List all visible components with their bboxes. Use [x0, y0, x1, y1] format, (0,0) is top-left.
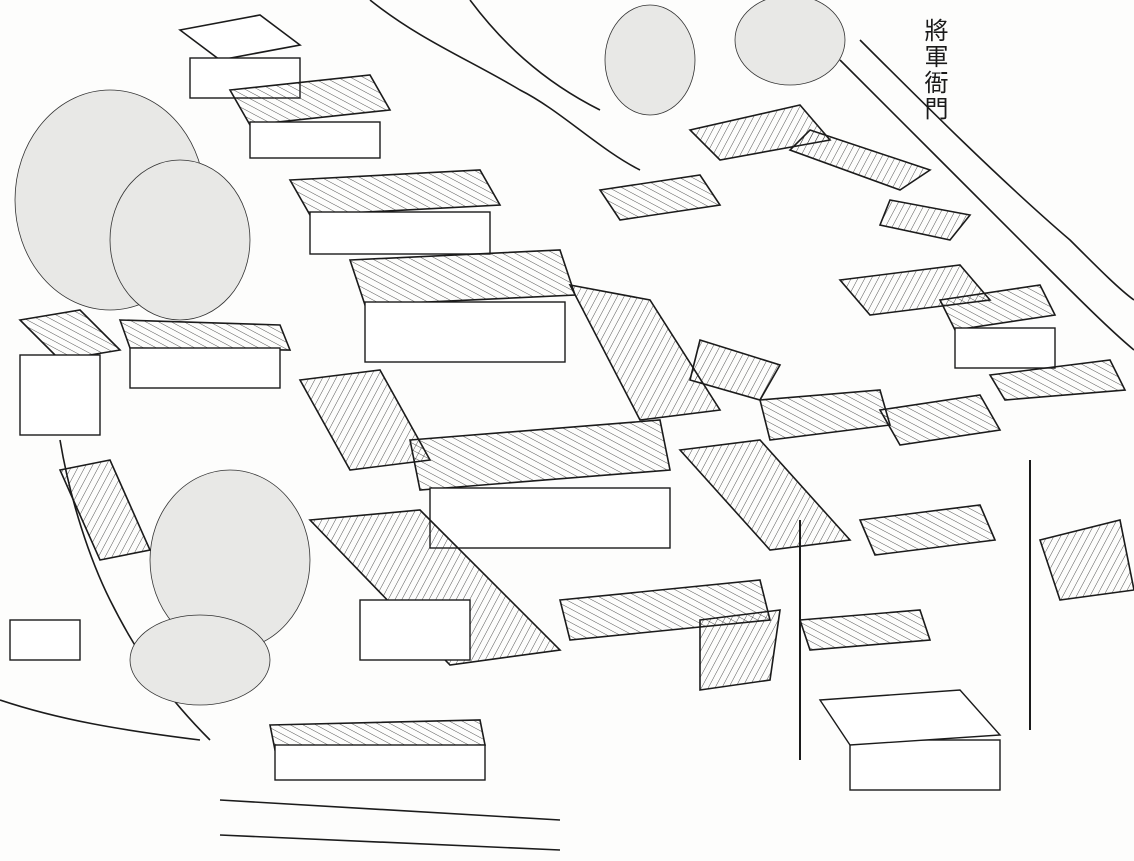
- river-bank-line: [469, 0, 601, 111]
- road-edge: [0, 699, 201, 741]
- front-road: [219, 799, 561, 851]
- trees-left: [14, 0, 846, 706]
- road-edge: [859, 39, 1134, 301]
- yamen-title-label: 將軍衙門: [920, 18, 948, 122]
- road-edge: [839, 59, 1134, 351]
- river-bank-line: [369, 0, 641, 171]
- building-halls: [9, 14, 1134, 791]
